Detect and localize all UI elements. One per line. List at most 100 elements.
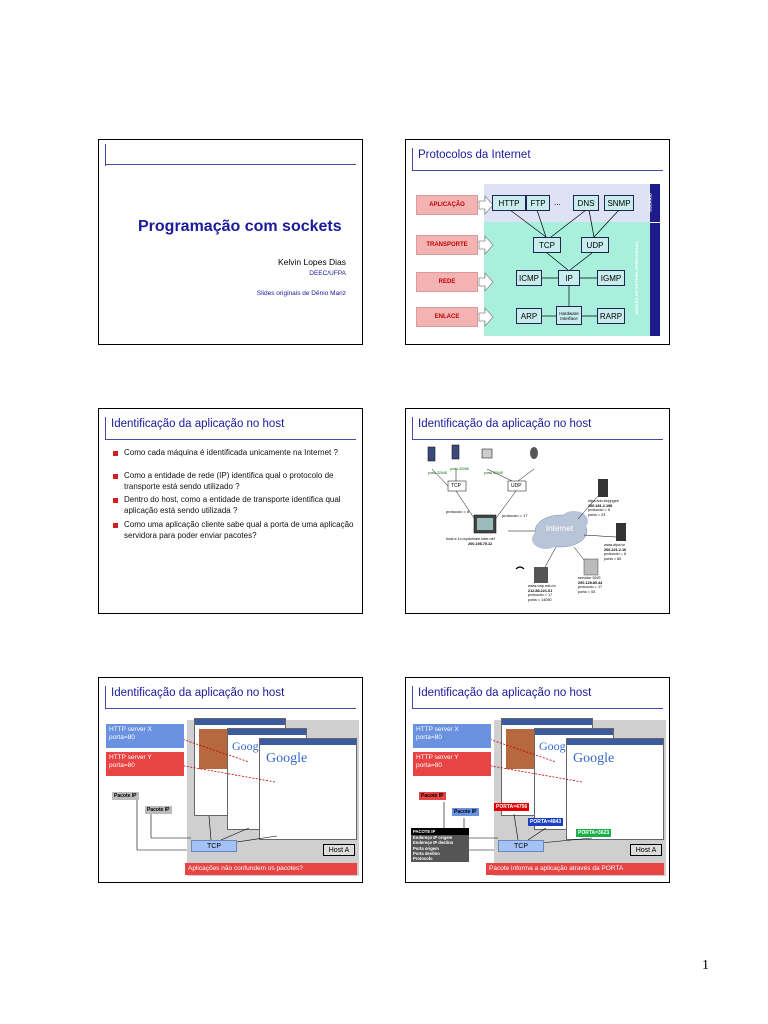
protocol-dns: DNS (573, 195, 599, 211)
slide-rule-vertical (412, 148, 413, 170)
packet-legend-item: Porta origem (413, 845, 439, 851)
side-bar-user: USUÁRIO (648, 184, 660, 222)
author-name: Kelvin Lopes Dias (277, 257, 346, 267)
page-number: 1 (702, 958, 709, 973)
dashed-link (479, 763, 583, 783)
server-2-line: 200.221.2.16 (604, 547, 627, 552)
packet-legend: PACOTE IP Endereço IP origem Endereço IP… (411, 828, 469, 863)
app-icon-2 (451, 444, 460, 460)
server-4-line: protocolo = 17 (578, 585, 603, 589)
slide-1: Programação com sockets Kelvin Lopes Dia… (98, 139, 363, 345)
protocol-tcp: TCP (533, 237, 561, 253)
layer-network: REDE (416, 272, 478, 292)
browser-titlebar (228, 729, 306, 735)
slide-6: Identificação da aplicação no host Googl… (405, 677, 670, 883)
internet-cloud-puff (560, 511, 588, 531)
slide-title: Identificação da aplicação no host (111, 418, 285, 430)
app-icon-3 (481, 448, 493, 459)
browser-window: Google (259, 738, 357, 840)
bullet-text: Como a entidade de rede (IP) identifica … (124, 471, 334, 491)
bullet-marker (113, 520, 121, 528)
server-y-name: HTTP server Y (416, 754, 459, 761)
slide-rule (105, 164, 356, 165)
local-host-name: host-e.1x.mydomain.inter.net (446, 537, 495, 541)
udp-box (507, 480, 527, 492)
link-cloud-server2 (583, 534, 617, 538)
server-1-line: protocolo = 6 (588, 508, 611, 512)
server-4-line: servidor DNS (578, 576, 601, 580)
slide-rule-vertical (412, 417, 413, 439)
server-x-port: porta=80 (109, 734, 135, 741)
link-ftp-tcp (536, 209, 547, 238)
packet-legend-item: Porta destino (413, 850, 440, 856)
server-2-line: porta = 80 (604, 556, 622, 561)
server-x-name: HTTP server X (416, 726, 459, 733)
link-dns-tcp (550, 209, 587, 238)
link-cloud-server1 (577, 494, 600, 520)
slide-rule-vertical (412, 686, 413, 708)
link-udp-host (493, 490, 517, 522)
link-snmp-udp (593, 209, 620, 238)
browser-titlebar (260, 739, 356, 745)
slide-3: Identificação da aplicação no host Como … (98, 408, 363, 614)
server-x-callout: HTTP server X porta=80 (413, 724, 491, 748)
packet-ip-chip: Pacote IP (452, 808, 479, 816)
arrow-application (478, 194, 494, 216)
slide-rule (105, 439, 356, 440)
server-x-port: porta=80 (416, 734, 442, 741)
server-4-line: 200.128.80.44 (578, 580, 603, 585)
link-dns-udp (588, 209, 595, 238)
server-4 (583, 558, 599, 576)
tcp-box: TCP (191, 840, 237, 852)
arrow-link (478, 306, 494, 328)
slide-caption: Aplicações não confundem os pacotes? (185, 863, 357, 875)
slide-rule (412, 170, 663, 171)
slide-caption: Pacote informa a aplicação através da PO… (486, 863, 664, 875)
dashed-link (479, 735, 557, 763)
layer-application: APLICAÇÃO (416, 195, 478, 215)
protocol-udp: UDP (581, 237, 609, 253)
browser-window: Google (566, 738, 664, 840)
phone-icon (515, 566, 525, 570)
app-icon-1 (427, 446, 436, 462)
layer-link: ENLACE (416, 307, 478, 327)
app-icon-4 (530, 447, 538, 459)
protocol-ftp: FTP (526, 195, 550, 211)
link-app1-tcp (431, 468, 449, 487)
local-screen (477, 518, 493, 530)
protocol-rarp: RARP (597, 308, 625, 324)
server-2 (616, 523, 626, 541)
port-chip-red: PORTA=4756 (494, 803, 530, 811)
slide-2: Protocolos da Internet USUÁRIO NÚCLEO DO… (405, 139, 670, 345)
google-logo: Google (539, 739, 575, 753)
port-chip-blue: PORTA=4843 (528, 818, 564, 826)
host-a-label: Host A (630, 844, 662, 856)
server-3-line: protocolo = 17 (528, 593, 553, 597)
server-y-callout: HTTP server Y porta=80 (413, 752, 491, 776)
slide-title: Identificação da aplicação no host (111, 687, 285, 699)
server-3-line: www.voip.edu.br (528, 584, 556, 588)
internet-label: Internet (546, 524, 574, 533)
slide-rule-vertical (105, 686, 106, 708)
browser-titlebar (195, 719, 285, 725)
server-3-line: 212.88.221.61 (528, 588, 553, 593)
bullet-text: Como uma aplicação cliente sabe qual a p… (124, 520, 354, 540)
protocol-17-label: protocolo = 17 (502, 513, 528, 518)
slide-rule (412, 708, 663, 709)
server-x-callout: HTTP server X porta=80 (106, 724, 184, 748)
google-logo: Google (266, 751, 308, 766)
slide-rule-vertical (105, 417, 106, 439)
server-y-callout: HTTP server Y porta=80 (106, 752, 184, 776)
tcp-box: TCP (498, 840, 544, 852)
slide-title: Identificação da aplicação no host (418, 418, 592, 430)
tcp-label: TCP (451, 483, 461, 489)
server-4-line: porta = 53 (578, 589, 596, 594)
server-y-port: porta=80 (109, 762, 135, 769)
browser-titlebar (567, 739, 663, 745)
server-3 (534, 567, 548, 583)
hardware-interface: Hardware Interface (556, 306, 582, 325)
packet-legend-title: PACOTE IP (411, 828, 469, 836)
server-1-line: ufpa.edu.br/ppgee (588, 499, 619, 503)
slide-rule (105, 708, 356, 709)
packet-ip-chip: Pacote IP (145, 806, 172, 814)
